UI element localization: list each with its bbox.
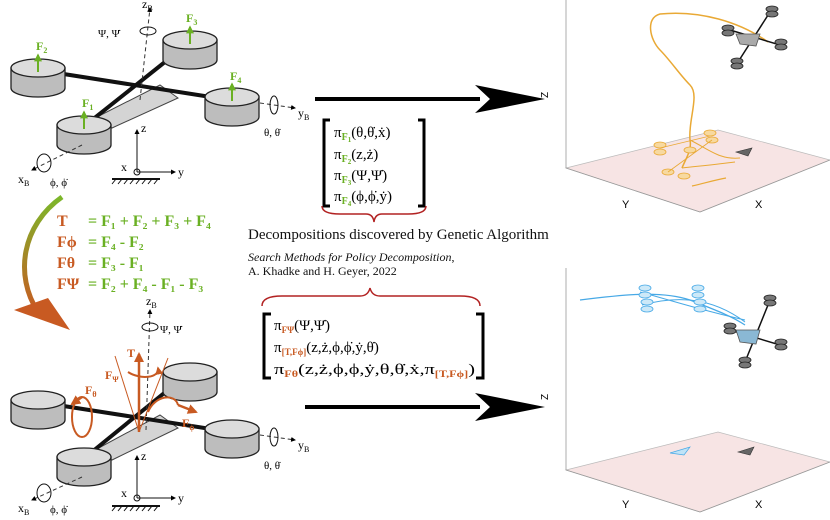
eq-rhs-Fphi: = F₄ - F₂	[88, 234, 144, 251]
bottom-rotor-4	[204, 419, 260, 459]
top-axis-y: Y	[622, 199, 630, 211]
bottom-rotor-3	[162, 362, 218, 402]
bottom-yaw-torque	[127, 366, 164, 378]
top-decomposition-matrix: πF1(θ,θ̇,ẋ) πF2(z,ż) πF3(Ψ,Ψ̇) πF4(ϕ,ϕ̇,…	[321, 118, 427, 223]
top-yaw-label: Ψ, Ψ̇	[98, 28, 121, 40]
bottom-axis-z: Z	[540, 394, 551, 400]
svg-text:y: y	[178, 491, 184, 505]
top-axis-x: X	[755, 199, 763, 211]
bottom-pitch-label: θ, θ̇	[264, 460, 281, 472]
top-pitch-label: θ, θ̇	[264, 127, 281, 139]
bottom-label-Fphi: Fϕ	[182, 416, 194, 432]
output-arrow-top	[315, 85, 545, 113]
svg-text:yB: yB	[298, 106, 309, 122]
bottom-roll-label: ϕ, ϕ̇	[50, 504, 68, 516]
top-quadrotor: zB Ψ, Ψ̇ F2 F3 F4 F1 yB θ, θ̇ xB ϕ, ϕ̇	[10, 0, 309, 189]
top-policy-3: πF3(Ψ,Ψ̇)	[334, 168, 387, 187]
eq-rhs-T: = F₁ + F₂ + F₃ + F₄	[88, 213, 211, 230]
top-end-quad	[729, 11, 781, 63]
top-axis-z: Z	[540, 92, 551, 98]
bottom-landing-marker	[669, 446, 691, 456]
top-force-label-3: F3	[186, 11, 197, 27]
caption-title: Decompositions discovered by Genetic Alg…	[248, 227, 549, 243]
bottom-start-quad	[638, 284, 707, 313]
transform-arrowhead	[14, 298, 70, 330]
bottom-axis-x: X	[755, 499, 763, 511]
top-xB-axis	[31, 144, 83, 171]
top-world-frame: z x y	[111, 121, 184, 185]
svg-text:z: z	[141, 121, 146, 135]
top-right-bracket	[418, 118, 426, 208]
bottom-left-bracket	[262, 312, 271, 380]
top-trajectory-plot: Z Y X	[540, 0, 830, 213]
top-policy-2: πF2(z,ż)	[334, 147, 378, 166]
bottom-brace	[261, 287, 481, 307]
top-brace	[321, 205, 427, 223]
eq-lhs-Ftheta: Fθ	[57, 255, 75, 272]
bottom-goal-marker	[736, 446, 755, 456]
bottom-right-bracket	[476, 312, 485, 380]
svg-text:xB: xB	[18, 172, 29, 188]
svg-text:zB: zB	[142, 0, 153, 13]
top-policy-4: πF4(ϕ,ϕ̇,ẏ)	[334, 189, 392, 208]
svg-text:y: y	[178, 165, 184, 179]
bottom-quadrotor: zB Ψ, Ψ̇ T FΨ Fθ Fϕ yB θ, θ̇ xB ϕ, ϕ̇	[10, 294, 309, 517]
reference-title: Search Methods for Policy Decomposition	[248, 250, 452, 264]
svg-text:x: x	[121, 160, 127, 174]
top-floor	[564, 129, 830, 213]
bottom-floor	[564, 431, 830, 513]
top-force-label-1: F1	[82, 96, 93, 112]
eq-lhs-T: T	[57, 213, 68, 230]
bottom-label-Ftheta: Fθ	[85, 383, 97, 399]
bottom-policy-2: π[T,Fϕ](z,ż,ϕ,ϕ̇,ẏ,θ̇)	[274, 340, 379, 357]
svg-text:zB: zB	[146, 294, 157, 310]
top-goal-marker	[734, 147, 753, 157]
svg-text:x: x	[121, 486, 127, 500]
bottom-trajectory-plot: Z Y X	[540, 268, 830, 513]
bottom-policy-1: πFΨ(Ψ,Ψ̇)	[274, 318, 330, 335]
eq-rhs-Fpsi: = F₂ + F₄ - F₁ - F₃	[88, 276, 203, 293]
top-left-bracket	[322, 118, 330, 208]
top-force-arrows	[34, 25, 236, 129]
force-equations: T = F₁ + F₂ + F₃ + F₄ Fϕ = F₄ - F₂ Fθ = …	[57, 213, 211, 293]
bottom-axis-y: Y	[622, 499, 630, 511]
bottom-label-Fpsi: FΨ	[105, 368, 119, 384]
output-arrow-bottom	[305, 393, 545, 421]
bottom-end-quad	[729, 299, 781, 363]
bottom-trajectory	[579, 293, 746, 326]
bottom-label-T: T	[127, 346, 135, 360]
top-start-quad	[653, 129, 719, 180]
bottom-yaw-label: Ψ, Ψ̇	[160, 324, 183, 336]
bottom-rotor-2	[10, 390, 66, 430]
reference-authors: A. Khadke and H. Geyer, 2022	[248, 264, 397, 278]
eq-lhs-Fpsi: FΨ	[57, 276, 80, 293]
bottom-roll-torque	[147, 396, 179, 413]
eq-lhs-Fphi: Fϕ	[57, 234, 77, 251]
svg-text:yB: yB	[298, 438, 309, 454]
eq-rhs-Ftheta: = F₃ - F₁	[88, 255, 144, 272]
bottom-world-frame: z x y	[111, 449, 184, 512]
top-policy-1: πF1(θ,θ̇,ẋ)	[334, 125, 391, 144]
svg-text:z: z	[141, 449, 146, 463]
transform-arrow	[22, 194, 64, 314]
top-force-label-2: F2	[36, 39, 47, 55]
top-zB-axis	[139, 7, 153, 101]
caption-reference: Search Methods for Policy Decomposition,…	[248, 250, 455, 278]
top-roll-label: ϕ, ϕ̇	[50, 177, 68, 189]
bottom-rotor-1	[56, 447, 112, 487]
svg-text:xB: xB	[18, 501, 29, 517]
top-force-label-4: F4	[230, 69, 241, 85]
